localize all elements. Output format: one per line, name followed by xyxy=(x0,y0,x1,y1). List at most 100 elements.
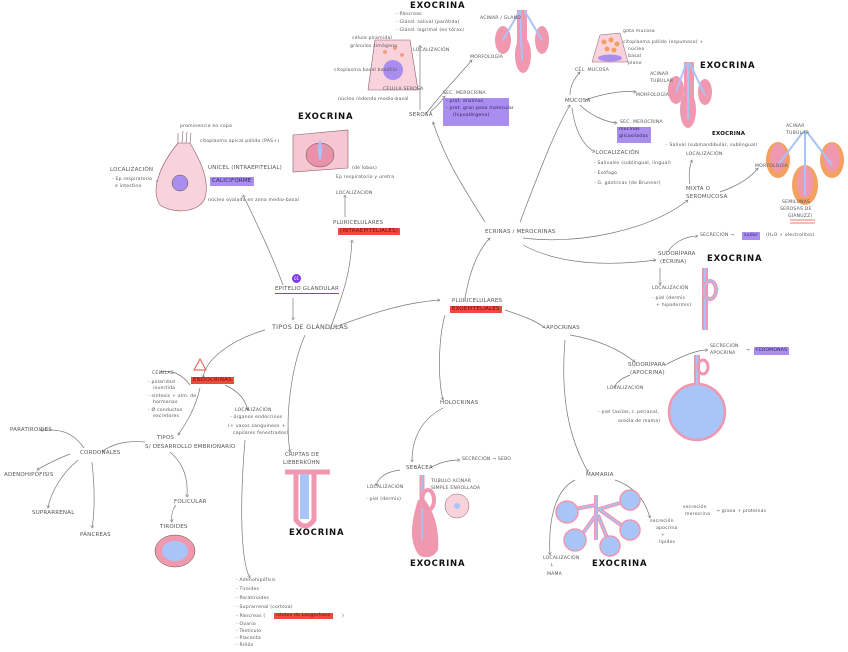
apocrine-node: APOCRINAS xyxy=(546,325,580,331)
list-item: - Placenta xyxy=(236,636,261,641)
crypts-node: CRIPTAS DE xyxy=(285,452,320,458)
label: → grasa + proteínas xyxy=(716,509,767,514)
thyroid-follicle-illustration xyxy=(154,534,196,568)
merocrine-node: ECRINAS / MEROCRINAS xyxy=(485,229,556,235)
label: secreción xyxy=(650,519,674,524)
mucosa-secretion-box: mucinas glicosiladas xyxy=(617,127,651,143)
mixed-gland-illustration xyxy=(766,130,844,224)
label: LOCALIZACIÓN xyxy=(543,556,580,561)
exocrina-label: EXOCRINA xyxy=(592,559,648,569)
label: SEC. MEROCRINA xyxy=(620,120,663,125)
label: secreción xyxy=(683,505,707,510)
unicellular-node: UNICEL (INTRAEPITELIAL) xyxy=(208,165,282,171)
list-item: - Suprarrenal (corteza) xyxy=(236,605,293,610)
label: MORFOLOGÍA xyxy=(470,55,504,60)
label: areola de mama) xyxy=(618,419,661,424)
label: - piel (axilas, r. perianal, xyxy=(598,410,660,415)
label: ADENOHIPÓFISIS xyxy=(4,472,54,478)
intraepithelial-badge: (INTRAEPITELIALES) xyxy=(338,228,401,235)
label: - Páncreas xyxy=(396,12,422,17)
root-node: EPITELIO GLANDULAR xyxy=(275,286,339,294)
label: núcleo redondo medio-basal xyxy=(338,97,409,102)
exocrina-label: EXOCRINA xyxy=(700,61,756,71)
list-item: - Paratiroides xyxy=(236,596,270,601)
label: núcleo ovalado en zona medio-basal xyxy=(208,198,300,203)
label: gránulos zimógeno xyxy=(350,44,398,49)
warning-icon xyxy=(193,358,207,371)
endocrine-node: ENDOCRINAS xyxy=(191,377,234,384)
label: TÚBULO ACINAR xyxy=(431,479,472,484)
label: SEMILUNAS xyxy=(782,200,811,205)
label: MORFOLOGÍA xyxy=(755,164,789,169)
label: célula piramidal xyxy=(352,36,392,41)
label: CÉLULAS xyxy=(152,371,174,376)
label: - G. gástricas (de Brunner) xyxy=(594,181,661,186)
sebaceous-gland-illustration xyxy=(411,475,470,558)
serosa-node: SEROSA xyxy=(409,112,433,118)
label: citoplasma pálido (espumoso) + xyxy=(623,40,704,45)
label: citoplasma basal basófilo xyxy=(334,68,398,73)
label: CÉL. MUCOSA xyxy=(575,68,610,73)
label: plano xyxy=(628,61,642,66)
label: LOCALIZACIÓN xyxy=(336,191,373,196)
exocrina-label: EXOCRINA xyxy=(707,254,763,264)
exocrina-label: EXOCRINA xyxy=(289,528,345,538)
label: LOCALIZACIÓN xyxy=(596,150,640,156)
number-badge: 01 xyxy=(292,274,301,283)
label: - prot. enzimas xyxy=(446,99,484,104)
label: citoplasma apical pálido (PAS+) xyxy=(200,139,280,144)
label: LOCALIZACIÓN xyxy=(110,167,154,173)
eccrine-node: (ECRINA) xyxy=(660,259,687,265)
label: LOCALIZACIÓN xyxy=(413,48,450,53)
label: → xyxy=(746,348,751,353)
label: MORFOLOGÍA xyxy=(636,93,670,98)
label: SEC. MEROCRINA xyxy=(443,91,486,96)
label: invertida xyxy=(153,386,176,391)
label: TUBULAR xyxy=(650,79,674,84)
label: SIMPLE ENROLLADA xyxy=(431,486,481,491)
label: LOCALIZACIÓN xyxy=(235,408,272,413)
label: LOCALIZACIÓN xyxy=(367,485,404,490)
exocrina-label: EXOCRINA xyxy=(410,559,466,569)
label: - síntesis + alm. de xyxy=(148,394,197,399)
apocrine-sweat-node: (APOCRINA) xyxy=(630,370,665,376)
label: gota mucosa xyxy=(623,29,655,34)
label: TIROIDES xyxy=(160,524,188,530)
label: + xyxy=(661,533,666,538)
feromonas-badge: FEROMONAS xyxy=(754,347,790,355)
serosa-secretion-box: - prot. enzimas - prot. gran peso molecu… xyxy=(443,98,514,126)
label: SUPRARRENAL xyxy=(32,510,75,516)
label: LOCALIZACIÓN xyxy=(652,286,689,291)
label: lípidos xyxy=(659,540,676,545)
crypts-node: LIEBERKÜHN xyxy=(283,460,320,466)
label: ACINAR xyxy=(650,72,669,77)
label: SEROSAS DE xyxy=(780,207,812,212)
label: (+ vasos sanguíneos + xyxy=(228,424,286,429)
types-embryonic-node: TIPOS xyxy=(157,435,175,441)
sebaceous-node: SEBÁCEA xyxy=(406,465,433,471)
label: (hipoalérgeno) xyxy=(453,113,490,118)
label: - polaridad xyxy=(148,380,175,385)
label: - Glánd. salival (parótida) xyxy=(396,20,460,25)
label: CÉLULA SEROSA xyxy=(383,87,424,92)
label: PARATIROIDES xyxy=(10,427,53,433)
list-item: - Ovario xyxy=(236,622,256,627)
label: MAMA xyxy=(547,572,563,577)
pluricellular-exo-node: PLURICELULARES xyxy=(452,298,503,304)
label: núcleo xyxy=(628,47,645,52)
types-node: TIPOS DE GLÁNDULAS xyxy=(272,323,349,331)
eccrine-node: SUDORÍPARA xyxy=(658,251,696,257)
islets-badge: islotes de Langerhans xyxy=(274,613,333,619)
follicular-node: FOLICULAR xyxy=(174,499,207,505)
label: ACINAR xyxy=(786,124,805,129)
exocrine-intraepithelial-illustration xyxy=(292,129,349,173)
label: - Salival (submandibular, sublingual) xyxy=(666,143,758,148)
apocrine-sweat-node: SUDORÍPARA xyxy=(628,362,666,368)
mucous-cell-illustration xyxy=(591,32,629,63)
list-item: - Páncreas ( xyxy=(236,614,266,619)
label: mucinas xyxy=(619,127,640,132)
lieberkuhn-crypt-illustration xyxy=(285,469,330,529)
label: ↓ xyxy=(550,563,555,568)
